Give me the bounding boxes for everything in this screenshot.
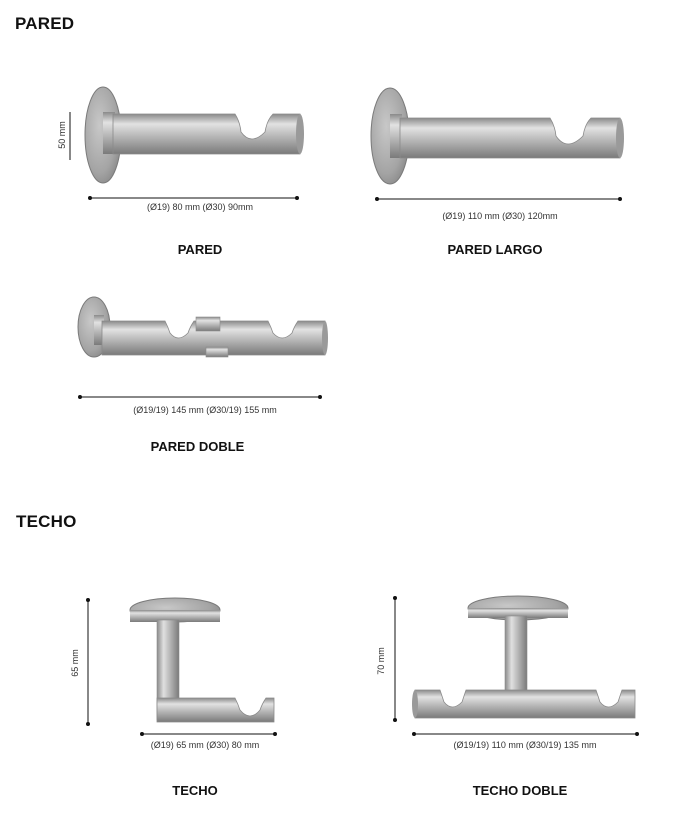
techo-height-dimension: 65 mm [70,649,80,677]
pared-doble-length-dimension: (Ø19/19) 145 mm (Ø30/19) 155 mm [133,405,277,415]
techo-doble-label: TECHO DOBLE [472,783,568,798]
pared-height-dimension: 50 mm [57,121,67,149]
pared-largo-bracket-image [370,87,624,201]
pared-largo-length-dimension: (Ø19) 110 mm (Ø30) 120mm [442,211,558,221]
pared-length-dimension: (Ø19) 80 mm (Ø30) 90mm [146,202,254,212]
product-techo-doble: 70 mm (Ø19/19) 110 mm (Ø30/19) 135 mm TE… [370,590,650,805]
section-title-wall: PARED [15,14,75,33]
product-pared: 50 mm (Ø19) 80 mm (Ø30) 90mm PARED [55,70,315,270]
pared-bracket-image [69,86,304,200]
techo-length-dimension: (Ø19) 65 mm (Ø30) 80 mm [150,740,260,750]
techo-doble-height-dimension: 70 mm [376,647,386,675]
pared-doble-bracket-image [77,296,328,399]
techo-doble-bracket-image [393,595,639,736]
pared-doble-label: PARED DOBLE [150,439,245,454]
pared-largo-label: PARED LARGO [447,242,543,257]
techo-doble-length-dimension: (Ø19/19) 110 mm (Ø30/19) 135 mm [453,740,597,750]
section-title-ceiling: TECHO [16,512,77,531]
techo-label: TECHO [172,783,218,798]
techo-bracket-image [86,597,277,736]
product-techo: 65 mm (Ø19) 65 mm (Ø30) 80 mm TECHO [60,590,300,805]
product-pared-doble: (Ø19/19) 145 mm (Ø30/19) 155 mm PARED DO… [70,285,340,465]
pared-label: PARED [177,242,223,257]
product-pared-largo: (Ø19) 110 mm (Ø30) 120mm PARED LARGO [365,80,635,270]
